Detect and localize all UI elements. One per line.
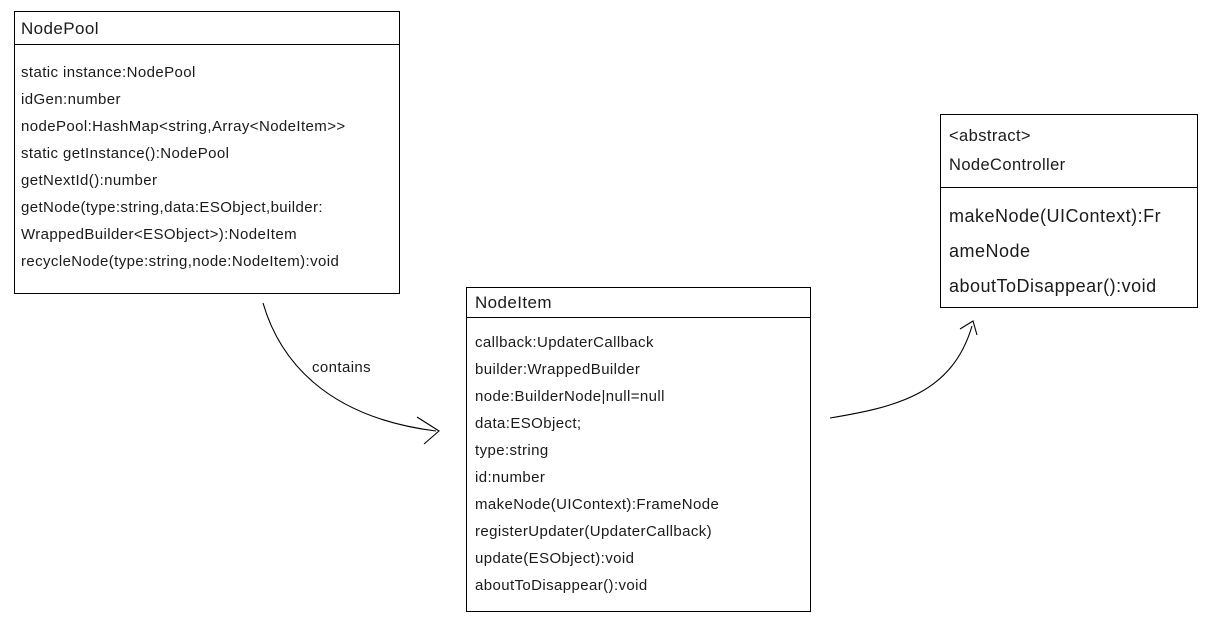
member-line: makeNode(UIContext):Fr <box>949 206 1162 226</box>
member-line: id:number <box>475 469 546 486</box>
class-title-nodecontroller: NodeController <box>949 156 1066 174</box>
member-line: update(ESObject):void <box>475 550 635 567</box>
member-line: registerUpdater(UpdaterCallback) <box>475 523 713 540</box>
member-line: callback:UpdaterCallback <box>475 334 654 351</box>
class-header-nodepool: NodePool <box>15 12 399 45</box>
member-line: type:string <box>475 442 549 459</box>
member-line: aboutToDisappear():void <box>475 577 648 594</box>
member-line: nodePool:HashMap<string,Array<NodeItem>> <box>21 118 346 135</box>
class-title-nodepool: NodePool <box>21 19 99 39</box>
member-line: data:ESObject; <box>475 415 582 432</box>
member-line: ameNode <box>949 241 1031 261</box>
contains-arrow-curve <box>262 302 437 432</box>
member-line: node:BuilderNode|null=null <box>475 388 665 405</box>
class-members-nodepool: static instance:NodePool idGen:number no… <box>15 45 399 275</box>
member-line: getNextId():number <box>21 172 158 189</box>
member-line: builder:WrappedBuilder <box>475 361 641 378</box>
class-box-nodepool: NodePool static instance:NodePool idGen:… <box>14 11 400 294</box>
member-line: idGen:number <box>21 91 121 108</box>
class-members-nodecontroller: makeNode(UIContext):Fr ameNode aboutToDi… <box>941 188 1197 304</box>
member-line: static instance:NodePool <box>21 64 196 81</box>
nodeitem-to-nodecontroller-arrow-curve <box>829 325 973 419</box>
nodeitem-to-nodecontroller-arrowhead-icon <box>959 320 978 336</box>
member-line: getNode(type:string,data:ESObject,builde… <box>21 199 323 216</box>
class-title-nodeitem: NodeItem <box>475 293 552 313</box>
class-box-nodecontroller: <abstract> NodeController makeNode(UICon… <box>940 114 1198 308</box>
relation-label-contains: contains <box>312 359 372 376</box>
class-members-nodeitem: callback:UpdaterCallback builder:Wrapped… <box>467 318 810 599</box>
class-header-nodeitem: NodeItem <box>467 288 810 318</box>
class-stereotype-abstract: <abstract> <box>949 127 1031 145</box>
member-line: WrappedBuilder<ESObject>):NodeItem <box>21 226 297 243</box>
member-line: static getInstance():NodePool <box>21 145 230 162</box>
member-line: recycleNode(type:string,node:NodeItem):v… <box>21 253 340 270</box>
class-header-nodecontroller: <abstract> NodeController <box>941 115 1197 188</box>
class-box-nodeitem: NodeItem callback:UpdaterCallback builde… <box>466 287 811 612</box>
contains-arrowhead-icon <box>416 416 440 445</box>
member-line: makeNode(UIContext):FrameNode <box>475 496 720 513</box>
member-line: aboutToDisappear():void <box>949 276 1157 296</box>
